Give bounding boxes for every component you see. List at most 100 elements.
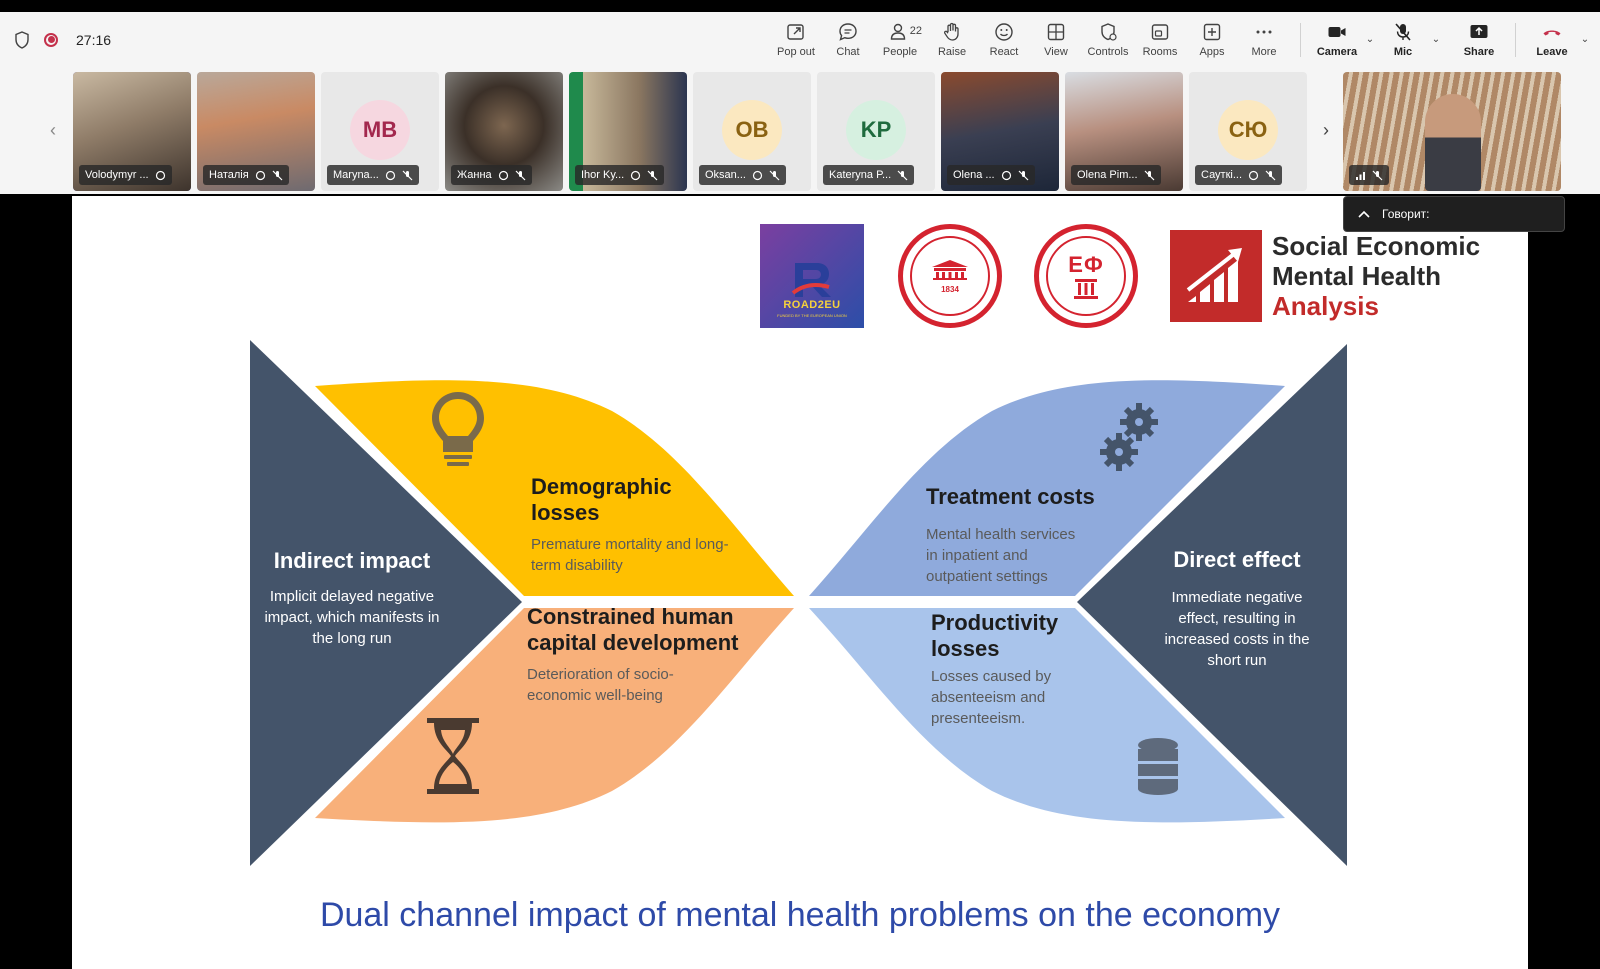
share-screen-icon [1470, 25, 1488, 38]
signal-bars-icon [1356, 171, 1365, 180]
participant-name-label: Olena ... [947, 165, 1035, 185]
participant-tile[interactable]: Наталія [197, 72, 315, 191]
participant-tile[interactable]: СЮ Сауткі... [1189, 72, 1307, 191]
camera-button[interactable]: Camera [1311, 12, 1363, 67]
participant-tile[interactable]: Volodymyr ... [73, 72, 191, 191]
column-icon [1074, 279, 1098, 299]
apps-button[interactable]: Apps [1186, 12, 1238, 67]
recording-icon [44, 32, 58, 47]
participant-tile[interactable]: MB Maryna... [321, 72, 439, 191]
direct-effect-text: Immediate negative effect, resulting in … [1164, 589, 1310, 669]
participant-name-label: Oksan... [699, 165, 786, 185]
hang-up-icon [1543, 30, 1561, 36]
database-icon [1138, 738, 1178, 795]
semh-analysis-title: Social Economic Mental Health Analysis [1272, 231, 1481, 321]
raised-hand-icon [255, 170, 265, 180]
treatment-costs-title: Treatment costs [926, 484, 1095, 509]
indirect-impact-block: Indirect impact Implicit delayed negativ… [262, 548, 442, 649]
participant-tile[interactable]: Жанна [445, 72, 563, 191]
chat-button[interactable]: Chat [822, 12, 874, 67]
add-app-icon [1203, 23, 1221, 41]
participant-name-label: Kateryna P... [823, 165, 915, 185]
leave-button[interactable]: Leave [1526, 12, 1578, 67]
treatment-costs-leaf [809, 380, 1285, 596]
shared-slide: ROAD2EU FUNDED BY THE EUROPEAN UNION 183… [72, 196, 1528, 969]
react-button[interactable]: React [978, 12, 1030, 67]
people-button[interactable]: 22 People [874, 12, 926, 67]
raised-hand-icon [385, 170, 395, 180]
raised-hand-icon [155, 170, 165, 180]
leave-options-chevron-icon[interactable]: ⌄ [1580, 34, 1590, 45]
raised-hand-icon [1001, 170, 1011, 180]
mic-muted-icon [647, 170, 658, 180]
participant-name-label: Maryna... [327, 165, 419, 185]
strip-prev-chevron-icon[interactable]: ‹ [50, 119, 56, 140]
view-button[interactable]: View [1030, 12, 1082, 67]
raise-hand-button[interactable]: Raise [926, 12, 978, 67]
more-button[interactable]: More [1238, 12, 1290, 67]
ellipsis-icon [1256, 30, 1272, 34]
participant-name-label: Жанна [451, 165, 532, 185]
meeting-timer: 27:16 [76, 31, 112, 48]
people-count: 22 [909, 25, 922, 37]
avatar: OB [722, 100, 782, 160]
mic-muted-icon [1265, 170, 1276, 180]
hourglass-icon [427, 718, 479, 794]
mic-muted-icon [1018, 170, 1029, 180]
participant-tile[interactable]: Olena ... [941, 72, 1059, 191]
raised-hand-icon [498, 170, 508, 180]
mic-options-chevron-icon[interactable]: ⌄ [1431, 34, 1441, 45]
lightbulb-icon [432, 392, 484, 466]
gears-icon [1100, 403, 1158, 471]
grid-view-icon [1047, 23, 1065, 41]
semh-analysis-logo: Social Economic Mental Health Analysis [1170, 230, 1480, 322]
treatment-costs-text: Mental health services in inpatient and … [926, 526, 1076, 585]
road2eu-logo: ROAD2EU FUNDED BY THE EUROPEAN UNION [760, 224, 864, 328]
smiley-icon [995, 23, 1013, 41]
participant-name-label: Ihor Ky... [575, 165, 665, 185]
camera-options-chevron-icon[interactable]: ⌄ [1365, 34, 1375, 45]
productivity-losses-text: Losses caused by absenteeism and present… [931, 668, 1052, 727]
participant-name-label: Volodymyr ... [79, 165, 172, 185]
toolbar-divider [1515, 22, 1516, 57]
economics-faculty-logo: ЕФ [1034, 224, 1138, 328]
strip-next-chevron-icon[interactable]: › [1323, 119, 1329, 140]
pop-out-icon [787, 24, 804, 40]
participant-tile[interactable]: OB Oksan... [693, 72, 811, 191]
mic-muted-icon [1144, 170, 1154, 180]
shield-icon [15, 30, 29, 49]
rising-chart-icon [1170, 230, 1262, 322]
chevron-up-icon [1358, 210, 1370, 218]
university-seal-logo: 1834 [898, 224, 1002, 328]
productivity-losses-title: Productivity losses [931, 610, 1059, 661]
indirect-impact-text: Implicit delayed negative impact, which … [264, 588, 440, 647]
indirect-impact-triangle [250, 340, 522, 866]
meeting-toolbar: Pop out Chat 22 People Raise React Vi [770, 12, 1592, 67]
mic-muted-icon [402, 170, 413, 180]
rooms-icon [1151, 24, 1169, 40]
mic-muted-icon [1372, 170, 1383, 180]
self-video-tile[interactable] [1343, 72, 1561, 191]
participant-tile[interactable]: Ihor Ky... [569, 72, 687, 191]
constrained-development-title: Constrained human capital development [527, 604, 739, 655]
chat-icon [839, 23, 857, 41]
rooms-button[interactable]: Rooms [1134, 12, 1186, 67]
direct-effect-block: Direct effect Immediate negative effect,… [1152, 547, 1322, 671]
mic-muted-icon [515, 170, 526, 180]
indirect-impact-title: Indirect impact [273, 548, 431, 573]
direct-effect-title: Direct effect [1173, 547, 1301, 572]
demographic-losses-leaf [315, 380, 794, 596]
controls-button[interactable]: Controls [1082, 12, 1134, 67]
participant-tile[interactable]: KP Kateryna P... [817, 72, 935, 191]
demographic-losses-title: Demographic losses [531, 474, 672, 525]
share-button[interactable]: Share [1453, 12, 1505, 67]
meeting-top-bar: 27:16 Pop out Chat 22 People Raise [0, 12, 1600, 67]
avatar: MB [350, 100, 410, 160]
partner-logos: ROAD2EU FUNDED BY THE EUROPEAN UNION 183… [760, 224, 1480, 328]
demographic-losses-text: Premature mortality and long-term disabi… [531, 536, 729, 574]
university-building-icon [932, 259, 968, 280]
participant-tile[interactable]: Olena Pim... [1065, 72, 1183, 191]
mic-button[interactable]: Mic [1377, 12, 1429, 67]
pop-out-button[interactable]: Pop out [770, 12, 822, 67]
speaking-indicator[interactable]: Говорит: [1343, 196, 1565, 232]
